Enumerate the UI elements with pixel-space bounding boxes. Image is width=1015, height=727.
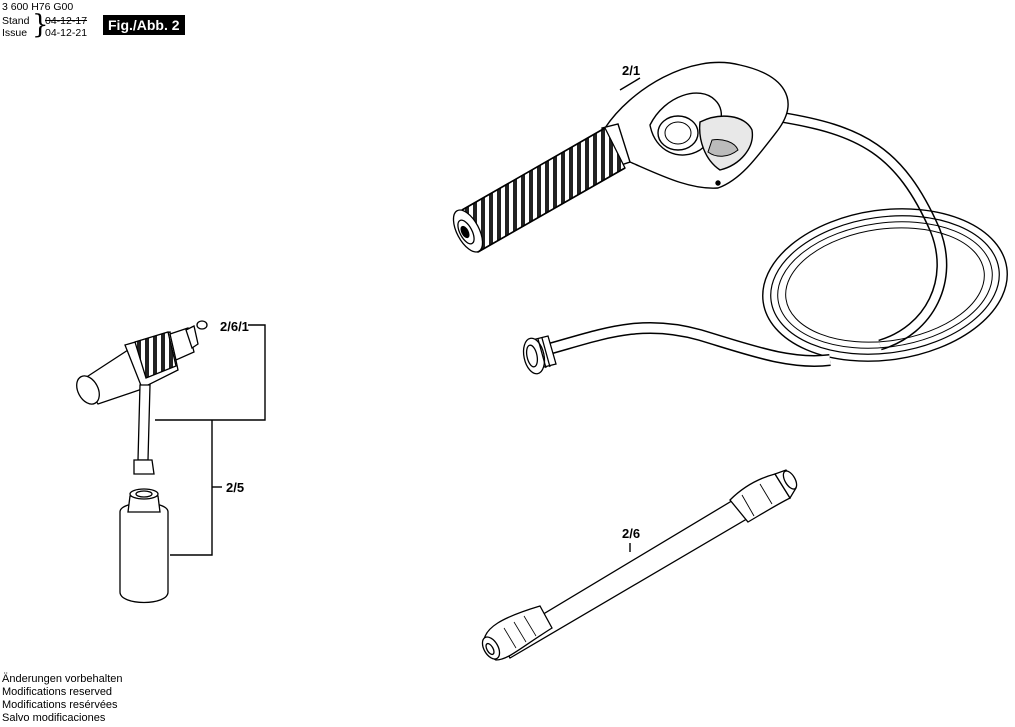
issue-label: Issue	[2, 27, 28, 39]
hose-fitting	[522, 335, 557, 375]
stand-label: Stand	[2, 15, 30, 27]
part-label-2-5: 2/5	[226, 480, 244, 495]
foam-bottle	[119, 488, 169, 604]
stand-date: 04-12-17	[45, 15, 88, 27]
figure-badge: Fig./Abb. 2	[103, 15, 185, 35]
footer-line: Änderungen vorbehalten	[2, 673, 123, 685]
hose	[543, 111, 1008, 367]
part-label-2-1: 2/1	[622, 63, 640, 78]
lance	[481, 469, 798, 661]
callout-lines	[155, 77, 641, 556]
part-label-2-6-1: 2/6/1	[220, 319, 249, 334]
issue-date: 04-12-21	[45, 27, 88, 39]
foam-nozzle	[76, 320, 208, 475]
footer-line: Modifications reserved	[2, 686, 113, 698]
footer-line: Salvo modificaciones	[2, 712, 106, 724]
brace-icon: }	[32, 10, 49, 40]
gun-barrel	[452, 127, 626, 253]
footer-notes: Änderungen vorbehalten Modifications res…	[2, 673, 122, 725]
document-number: 3 600 H76 G00	[2, 1, 74, 13]
trigger-gun	[601, 61, 789, 189]
part-label-2-6: 2/6	[622, 526, 640, 541]
footer-line: Modifications resérvées	[2, 699, 118, 711]
